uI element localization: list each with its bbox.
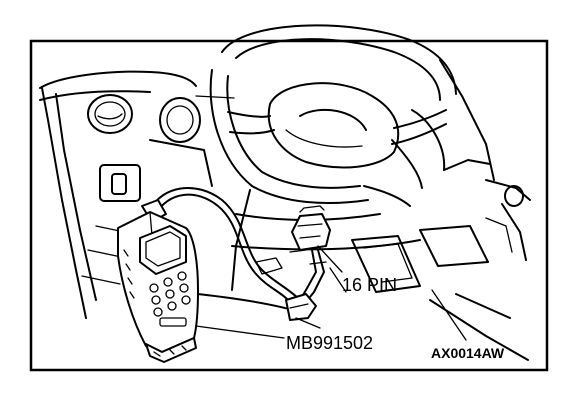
figure-frame — [29, 39, 549, 372]
label-tool-part-number: MB991502 — [286, 333, 373, 353]
dashboard-drawing — [39, 24, 531, 361]
leader-mb991502-b — [195, 325, 285, 339]
leader-ax0014aw — [431, 289, 467, 341]
diagnostic-connector-16-pin — [291, 205, 331, 251]
tester-keypad — [149, 271, 191, 327]
leader-mb991502-a — [295, 317, 321, 329]
leader-16-pin — [317, 245, 343, 273]
label-figure-code: AX0014AW — [431, 345, 505, 361]
diagnostic-tester-unit — [117, 211, 199, 363]
callout-leaders — [195, 245, 467, 341]
label-16-pin: 16 PIN — [342, 275, 397, 295]
